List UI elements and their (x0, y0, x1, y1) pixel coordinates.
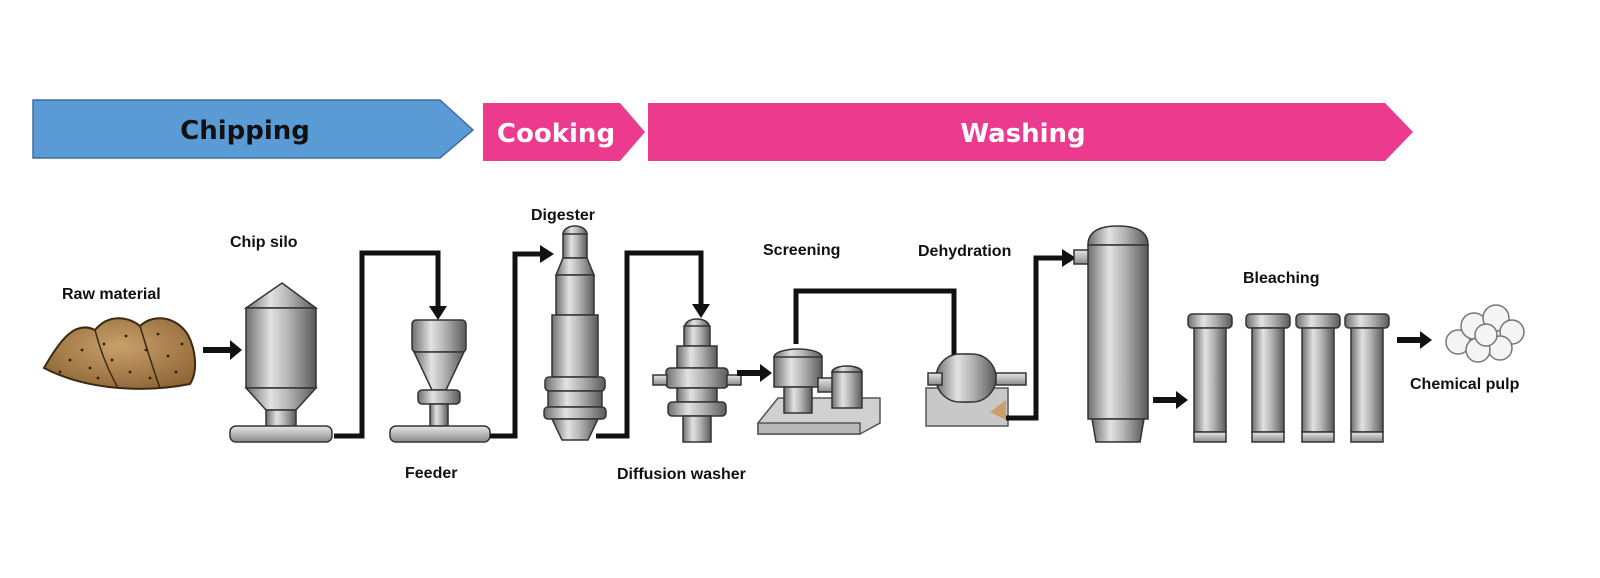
stage-washing-arrow (648, 103, 1413, 161)
diffusion-washer-icon (652, 318, 742, 443)
pipe-feeder-to-digester-head (540, 245, 554, 263)
storage-tower-icon (1073, 225, 1149, 443)
digester-icon (543, 225, 607, 441)
wood-chip-pile-icon (42, 317, 196, 390)
screening-icon (757, 348, 881, 435)
label-chemical-pulp: Chemical pulp (1410, 376, 1520, 393)
pipe-silo-to-feeder-head (429, 306, 447, 320)
label-feeder: Feeder (405, 465, 457, 482)
label-bleaching: Bleaching (1243, 270, 1319, 287)
pipe-screening-to-dehydration (793, 288, 957, 378)
label-diffusion-washer: Diffusion washer (617, 466, 746, 483)
pipe-silo-to-feeder (334, 250, 441, 439)
pipe-dehydration-to-tower (1006, 255, 1064, 421)
flow-arrow-bleaching-to-pulp (1397, 331, 1432, 349)
bleaching-tower-4 (1344, 313, 1390, 443)
flow-arrow-raw-to-silo (203, 340, 242, 360)
bleaching-tower-2 (1245, 313, 1291, 443)
label-dehydration: Dehydration (918, 243, 1011, 260)
pipe-digester-to-washer (596, 250, 704, 439)
stage-cooking-arrow (483, 103, 645, 161)
flow-arrow-washer-to-screening (737, 364, 772, 382)
label-digester: Digester (531, 207, 595, 224)
stage-washing: Washing (648, 103, 1413, 161)
bleaching-tower-1 (1187, 313, 1233, 443)
stage-chipping-arrow (32, 99, 475, 159)
bleaching-tower-icon (1187, 313, 1390, 443)
stage-chipping-label: Chipping (180, 116, 310, 146)
label-chip-silo: Chip silo (230, 234, 298, 251)
flow-arrow-tower-to-bleaching (1153, 391, 1188, 409)
stage-cooking: Cooking (483, 103, 645, 161)
stage-cooking-label: Cooking (497, 119, 615, 149)
pipe-digester-to-washer-head (692, 304, 710, 318)
stage-chipping: Chipping (32, 99, 475, 159)
pulp-cloud-icon (1445, 304, 1525, 363)
pipe-feeder-to-digester (490, 251, 542, 439)
pipe-dehydration-to-tower-head (1062, 249, 1076, 267)
dehydration-drum-icon (925, 353, 1027, 427)
label-raw-material: Raw material (62, 286, 161, 303)
chip-silo-icon (229, 282, 333, 443)
feeder-icon (389, 319, 491, 443)
label-screening: Screening (763, 242, 840, 259)
stage-washing-label: Washing (960, 119, 1085, 149)
bleaching-tower-3 (1295, 313, 1341, 443)
